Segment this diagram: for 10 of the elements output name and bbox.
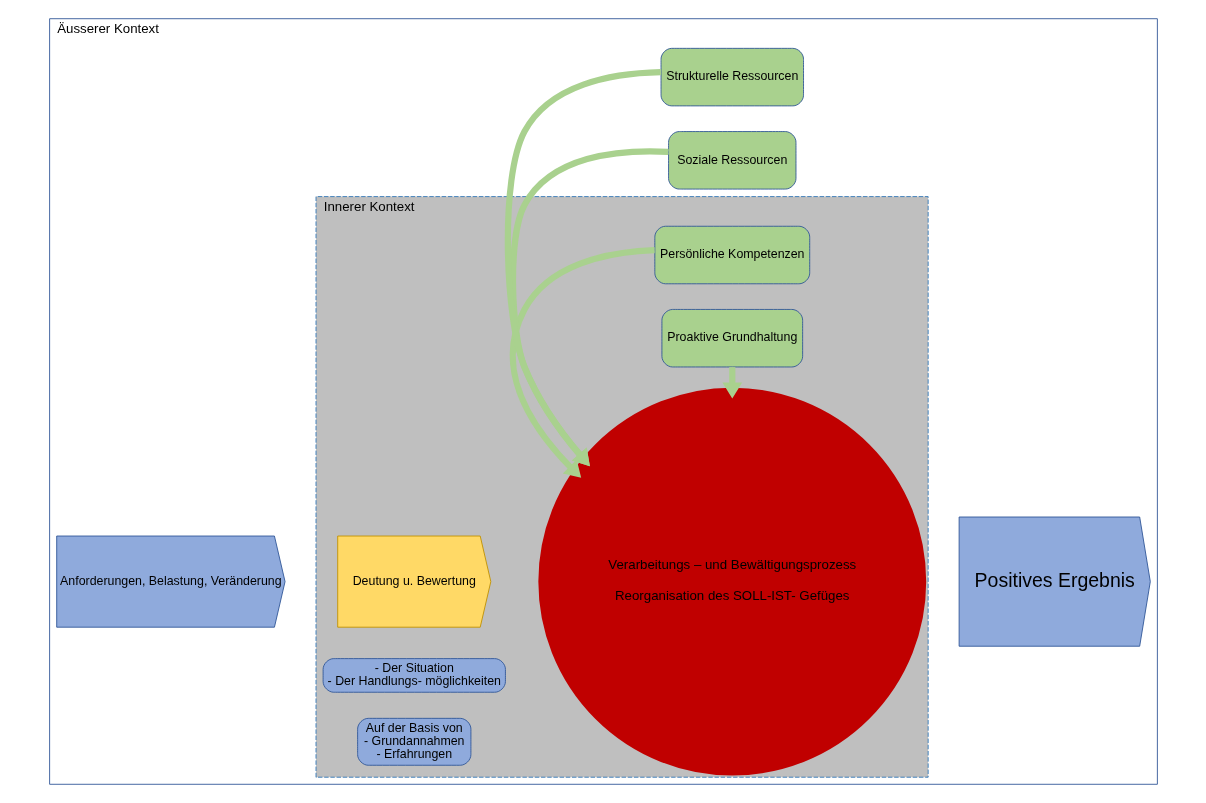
arrow [504,68,661,467]
node-box: Auf der Basis von - Grundannahmen - Erfahrungen [356,717,471,766]
node-box: - Der Situation - Der Handlungs- möglichkeiten [322,658,506,693]
node-box: Proaktive Grundhaltung [660,309,803,368]
node-box: Persönliche Kompetenzen [653,225,810,285]
node-box: Strukturelle Ressourcen [660,47,804,107]
arrow [509,148,669,467]
node-box: Soziale Ressourcen [667,131,796,190]
arrow [509,247,655,478]
arrow [721,367,742,399]
